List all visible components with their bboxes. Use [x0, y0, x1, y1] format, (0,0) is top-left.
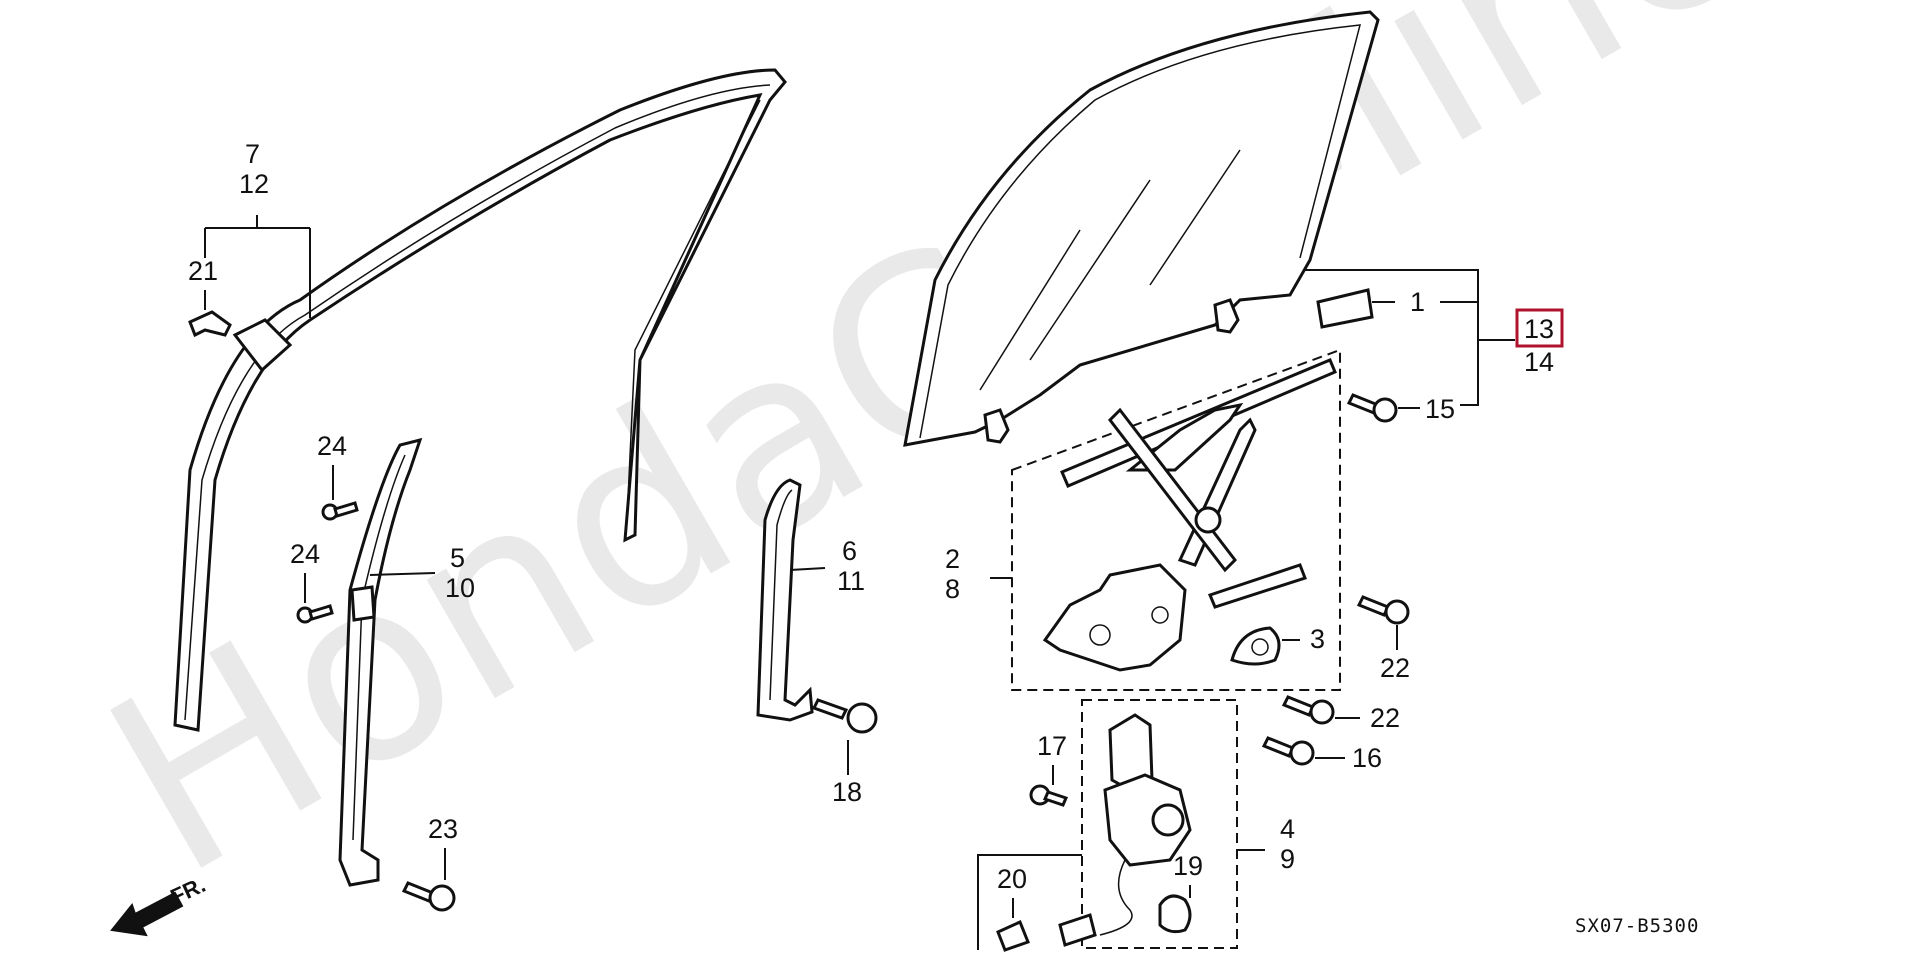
callout-14[interactable]: 14	[1524, 347, 1554, 377]
callout-13[interactable]: 13	[1524, 314, 1554, 344]
diagram-code: SX07-B5300	[1575, 915, 1699, 937]
callout-20[interactable]: 20	[997, 864, 1027, 894]
callout-9[interactable]: 9	[1280, 844, 1295, 874]
callout-2[interactable]: 2	[945, 544, 960, 574]
window-regulator[interactable]	[1042, 358, 1337, 672]
motor-group-box	[1081, 699, 1238, 949]
glass-run-channel[interactable]	[173, 68, 787, 732]
callout-16[interactable]: 16	[1352, 743, 1382, 773]
callout-1[interactable]: 1	[1410, 287, 1425, 317]
callout-22-upper[interactable]: 22	[1380, 653, 1410, 683]
callout-17[interactable]: 17	[1037, 731, 1067, 761]
arrow-left-down-icon	[110, 891, 184, 937]
leader-13-14	[1305, 269, 1515, 406]
callout-6[interactable]: 6	[842, 536, 857, 566]
callout-13-highlight	[1515, 308, 1564, 348]
callout-23[interactable]: 23	[428, 814, 458, 844]
callout-22-lower[interactable]: 22	[1370, 703, 1400, 733]
callout-8[interactable]: 8	[945, 574, 960, 604]
leader-7-12	[204, 215, 311, 318]
bolt-24-lower[interactable]	[296, 604, 334, 624]
callout-3[interactable]: 3	[1310, 624, 1325, 654]
callout-19[interactable]: 19	[1173, 851, 1203, 881]
bolt-16[interactable]	[1261, 736, 1315, 766]
callout-24-lower[interactable]: 24	[290, 539, 320, 569]
callout-21[interactable]: 21	[188, 256, 218, 286]
door-glass[interactable]	[903, 10, 1380, 447]
callout-15[interactable]: 15	[1425, 394, 1455, 424]
glass-label-sticker	[1316, 288, 1374, 329]
regulator-spring[interactable]	[1230, 626, 1281, 666]
bolt-24-upper[interactable]	[321, 501, 359, 521]
callout-10[interactable]: 10	[445, 573, 475, 603]
bolt-22-upper[interactable]	[1356, 595, 1410, 625]
regulator-group-box	[1011, 348, 1341, 691]
callout-24-upper[interactable]: 24	[317, 431, 347, 461]
bolt-23[interactable]	[401, 881, 456, 912]
bolt-17[interactable]	[1029, 784, 1069, 807]
motor-connector[interactable]	[996, 919, 1030, 952]
rear-sash[interactable]	[756, 478, 814, 722]
motor-connector-clip[interactable]	[1158, 894, 1192, 934]
bolt-18[interactable]	[811, 698, 878, 734]
callout-18[interactable]: 18	[832, 777, 862, 807]
leader-5-10	[369, 572, 436, 576]
callout-11[interactable]: 11	[837, 566, 865, 596]
bolt-15[interactable]	[1346, 393, 1398, 423]
bolt-22-lower[interactable]	[1281, 695, 1335, 725]
leader-6-11	[789, 567, 826, 571]
regulator-motor[interactable]	[1058, 713, 1192, 947]
callout-12[interactable]: 12	[239, 169, 269, 199]
front-sash[interactable]	[338, 437, 423, 887]
clip-21[interactable]	[188, 310, 232, 338]
callout-7[interactable]: 7	[245, 139, 260, 169]
motor-group-bracket	[977, 854, 1082, 950]
callout-5[interactable]: 5	[450, 543, 465, 573]
callout-4[interactable]: 4	[1280, 814, 1295, 844]
